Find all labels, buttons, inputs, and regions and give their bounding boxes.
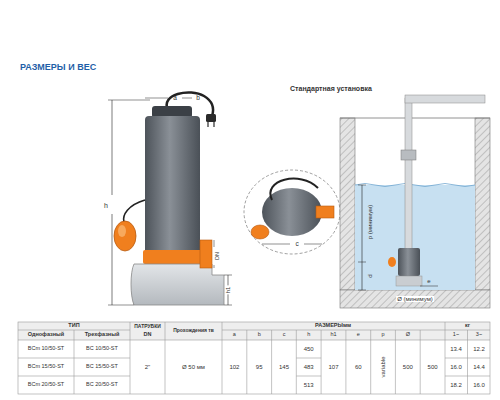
table-header: e xyxy=(357,332,360,338)
table-header: 3~ xyxy=(476,332,482,338)
table-grid xyxy=(18,322,490,394)
table-cell: 16.0 xyxy=(473,382,485,388)
table-cell: 483 xyxy=(304,364,314,370)
table-header: a xyxy=(233,332,236,338)
table-header: p xyxy=(381,332,384,338)
pump-side-view xyxy=(108,92,232,305)
table-cell: BC 15/50-ST xyxy=(86,364,118,370)
table-cell: BC 20/50-ST xyxy=(86,382,118,388)
dimension-label: d xyxy=(367,274,373,277)
table-cell: BC 10/50-ST xyxy=(86,346,118,352)
installation-pit xyxy=(340,95,490,308)
dimension-label: c xyxy=(295,241,298,248)
dimension-label: b xyxy=(196,95,200,102)
table-header: Прохождения тв xyxy=(173,328,214,333)
table-cell: 500 xyxy=(403,364,413,370)
page-title: РАЗМЕРЫ И ВЕС xyxy=(20,63,96,72)
table-cell: 107 xyxy=(328,364,338,370)
table-cell: BCm 20/50-ST xyxy=(28,382,64,388)
view-heading: Стандартная установка xyxy=(290,85,372,92)
pump-top-view xyxy=(244,170,340,254)
table-header: кг xyxy=(465,323,470,329)
table-cell: 18.2 xyxy=(450,382,462,388)
table-header: ТИП xyxy=(68,323,79,329)
table-header: РАЗМЕРЫмм xyxy=(315,323,351,329)
table-cell: 60 xyxy=(355,364,362,370)
table-cell: 102 xyxy=(229,364,239,370)
table-header: h1 xyxy=(330,332,336,338)
dimension-label: h xyxy=(104,202,108,209)
table-cell: BCm 10/50-ST xyxy=(28,346,64,352)
table-cell: 95 xyxy=(256,364,263,370)
table-cell: Ø 50 мм xyxy=(182,364,205,370)
table-header: 1~ xyxy=(453,332,459,338)
table-header: h xyxy=(307,332,310,338)
dimension-label: h1 xyxy=(225,286,231,295)
table-header: Ø xyxy=(406,332,410,338)
table-cell: 12.2 xyxy=(473,346,485,352)
dimension-label: DN xyxy=(215,251,221,261)
table-cell: 13.4 xyxy=(450,346,462,352)
table-header: Однофазный xyxy=(28,332,64,338)
table-cell: 14.4 xyxy=(473,364,485,370)
dimension-label: p (минимум) xyxy=(367,205,373,239)
table-cell: 145 xyxy=(279,364,289,370)
table-cell: variable xyxy=(380,356,386,377)
table-header: b xyxy=(258,332,261,338)
table-cell: 2" xyxy=(145,364,150,370)
table-header: c xyxy=(283,332,286,338)
table-cell: 500 xyxy=(428,364,438,370)
table-cell: 513 xyxy=(304,382,314,388)
table-header: DN xyxy=(144,332,152,338)
table-header: ПАТРУБКИ xyxy=(134,324,161,329)
table-cell: 16.0 xyxy=(450,364,462,370)
table-cell: 450 xyxy=(304,346,314,352)
table-header: Трехфазный xyxy=(85,332,120,338)
dimension-label: Ø (минимум) xyxy=(396,296,434,302)
dimension-label: a xyxy=(173,95,177,102)
dimension-label: e xyxy=(427,278,430,284)
table-cell: BCm 15/50-ST xyxy=(28,364,64,370)
